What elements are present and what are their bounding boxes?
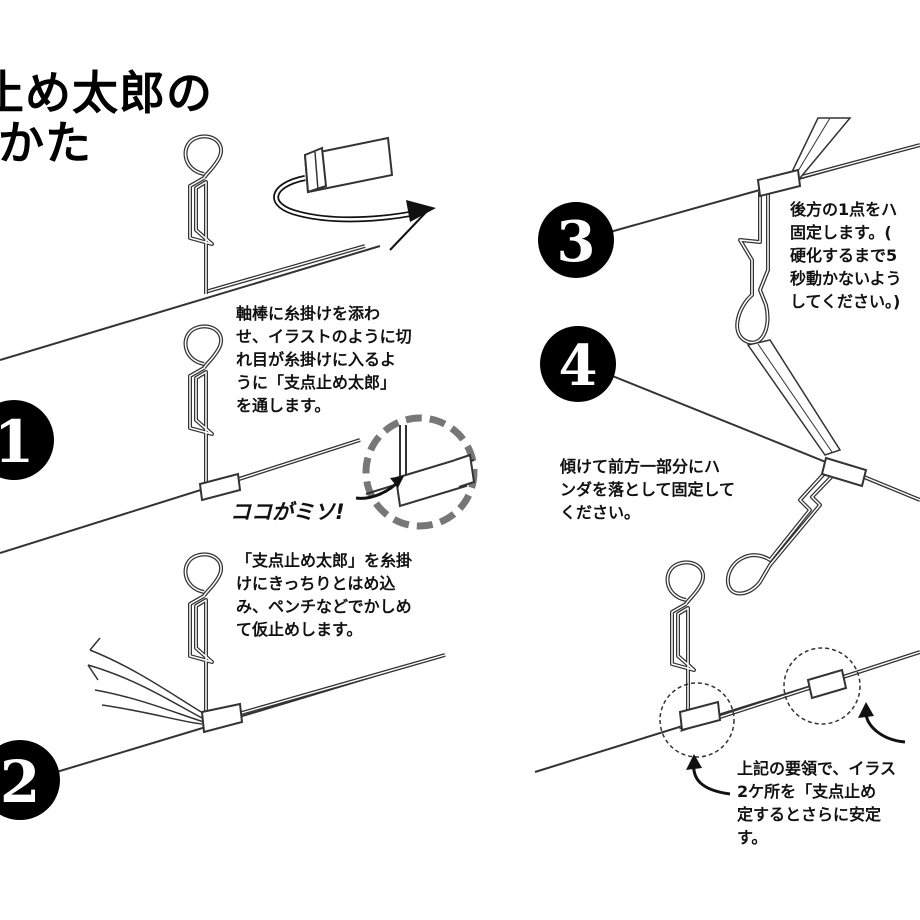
step-3-badge bbox=[538, 202, 614, 278]
callout-key-point: ココがミソ! bbox=[230, 500, 345, 524]
step-1-badge bbox=[0, 400, 54, 480]
sleeve-tube-icon bbox=[303, 136, 394, 194]
step-3-caption: 後方の1点をハ 固定します。( 硬化するまで5 秒動かないよう してください。) bbox=[790, 200, 902, 311]
final-caption: 上記の要領で、イラス 2ケ所を「支点止め 定するとさらに安定 す。 bbox=[737, 759, 897, 847]
step-2-badge bbox=[0, 740, 60, 820]
sleeve-stopper bbox=[806, 668, 848, 700]
step-1-caption: 軸棒に糸掛けを添わ せ、イラストのように切 れ目が糸掛けに入るよ うに「支点止め… bbox=[236, 304, 412, 415]
step-2-number: 2 bbox=[0, 748, 40, 816]
scene-step-4: 4 bbox=[540, 326, 920, 596]
step-2-caption: 「支点止め太郎」を糸掛 けにきっちりとはめ込 み、ペンチなどでかしめ て仮止めし… bbox=[236, 551, 413, 639]
pliers-icon bbox=[87, 637, 209, 725]
zoom-circle-2 bbox=[783, 647, 861, 725]
wire-clip bbox=[665, 560, 706, 724]
wire-clip bbox=[725, 463, 840, 596]
curved-arrow-icon bbox=[686, 702, 906, 796]
main-line bbox=[0, 245, 381, 361]
scene-step-2: 2 bbox=[0, 552, 446, 820]
soldering-iron-icon bbox=[788, 117, 852, 179]
step-1-number: 1 bbox=[0, 408, 34, 476]
sleeve-stopper bbox=[756, 168, 802, 198]
wire-clip bbox=[183, 134, 224, 294]
soldering-iron-icon bbox=[746, 339, 842, 456]
sleeve-stopper bbox=[820, 456, 868, 488]
wire-clip bbox=[183, 552, 224, 718]
sleeve-stopper bbox=[200, 702, 244, 734]
scene-step-1: 1 bbox=[0, 324, 478, 554]
wire-clip bbox=[183, 324, 224, 486]
zoom-detail bbox=[355, 414, 478, 530]
scene-step-3: 3 bbox=[538, 117, 920, 345]
zoom-circle-1 bbox=[659, 682, 735, 758]
title-line-2: かた bbox=[0, 116, 92, 170]
step-4-badge bbox=[540, 326, 616, 402]
step-4-number: 4 bbox=[559, 333, 598, 399]
scene-intro bbox=[0, 134, 436, 361]
wire-clip bbox=[735, 192, 770, 345]
title-line-1: 止め太郎の bbox=[0, 66, 213, 120]
insert-arrow-icon bbox=[273, 175, 436, 251]
step-3-number: 3 bbox=[557, 209, 596, 275]
scene-final bbox=[534, 560, 920, 796]
sleeve-stopper bbox=[678, 700, 722, 732]
step-4-caption: 傾けて前方一部分にハ ンダを落として固定して ください。 bbox=[560, 457, 736, 522]
sleeve-stopper bbox=[198, 472, 242, 502]
